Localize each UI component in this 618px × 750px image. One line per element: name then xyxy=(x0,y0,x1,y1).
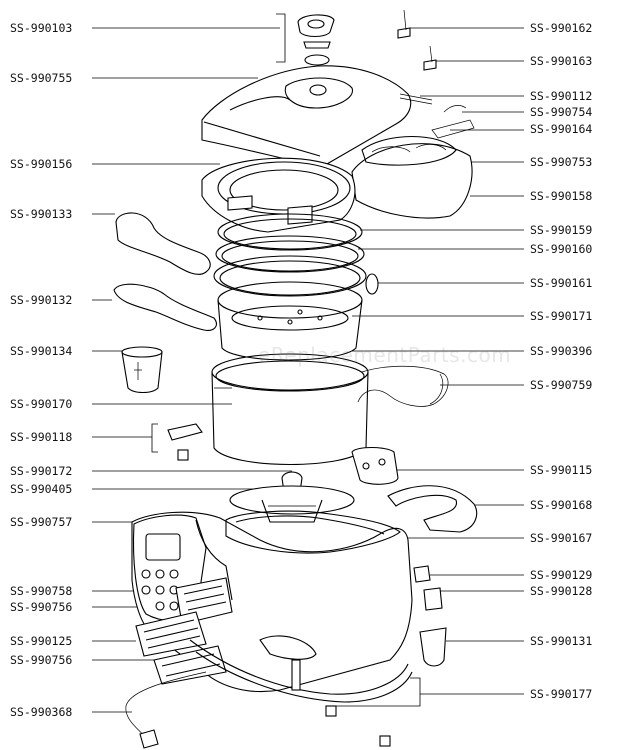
watermark: eReplacementParts.com xyxy=(258,343,512,367)
small-clip xyxy=(167,423,203,461)
part-label: SS-990134 xyxy=(10,344,73,358)
part-label: SS-990156 xyxy=(10,157,73,171)
part-label: SS-990103 xyxy=(10,21,73,35)
part-label: SS-990162 xyxy=(530,21,593,35)
control-board xyxy=(135,577,233,685)
steam-valve-knob xyxy=(297,14,335,66)
hinge-bracket xyxy=(351,446,399,485)
part-label: SS-990112 xyxy=(530,89,593,103)
pins-top-right xyxy=(397,9,437,71)
part-label: SS-990160 xyxy=(530,242,593,256)
part-label: SS-990168 xyxy=(530,498,593,512)
cooker-lid xyxy=(201,65,433,169)
side-knob xyxy=(365,273,379,295)
part-label: SS-990754 xyxy=(530,105,593,119)
part-label: SS-990172 xyxy=(10,464,73,478)
part-label: SS-990756 xyxy=(10,600,73,614)
power-cord-plug xyxy=(125,671,207,749)
stirring-paddle xyxy=(229,471,355,523)
leader-lines-right xyxy=(336,27,524,707)
part-label: SS-990756 xyxy=(10,653,73,667)
part-label: SS-990161 xyxy=(530,276,593,290)
part-label: SS-990125 xyxy=(10,634,73,648)
part-label: SS-990170 xyxy=(10,397,73,411)
side-fittings xyxy=(413,565,447,667)
part-label: SS-990755 xyxy=(10,71,73,85)
part-label: SS-990171 xyxy=(530,309,593,323)
gaskets-left xyxy=(113,212,217,331)
steamer-basket xyxy=(217,281,363,361)
inner-lid-ring xyxy=(201,157,356,233)
base-bottom xyxy=(189,635,413,747)
part-label: SS-990131 xyxy=(530,634,593,648)
part-label: SS-990177 xyxy=(530,687,593,701)
part-label: SS-990115 xyxy=(530,463,593,477)
inner-pot xyxy=(211,353,369,466)
part-label: SS-990158 xyxy=(530,189,593,203)
part-label: SS-990163 xyxy=(530,54,593,68)
part-label: SS-990368 xyxy=(10,705,73,719)
part-label: SS-990753 xyxy=(530,155,593,169)
part-label: SS-990159 xyxy=(530,223,593,237)
part-label: SS-990396 xyxy=(530,344,593,358)
sealing-rings xyxy=(213,213,367,297)
part-label: SS-990758 xyxy=(10,584,73,598)
part-label: SS-990164 xyxy=(530,122,593,136)
lid-heating-plate xyxy=(351,136,473,219)
measuring-cup xyxy=(121,346,163,394)
power-cord-loop xyxy=(357,365,449,407)
part-label: SS-990132 xyxy=(10,293,73,307)
part-label: SS-990757 xyxy=(10,515,73,529)
part-label: SS-990128 xyxy=(530,584,593,598)
part-label: SS-990759 xyxy=(530,378,593,392)
part-label: SS-990167 xyxy=(530,531,593,545)
part-label: SS-990129 xyxy=(530,568,593,582)
part-label: SS-990118 xyxy=(10,430,73,444)
lid-clips xyxy=(431,105,475,139)
carry-handle xyxy=(387,485,478,533)
part-label: SS-990405 xyxy=(10,482,73,496)
part-label: SS-990133 xyxy=(10,207,73,221)
